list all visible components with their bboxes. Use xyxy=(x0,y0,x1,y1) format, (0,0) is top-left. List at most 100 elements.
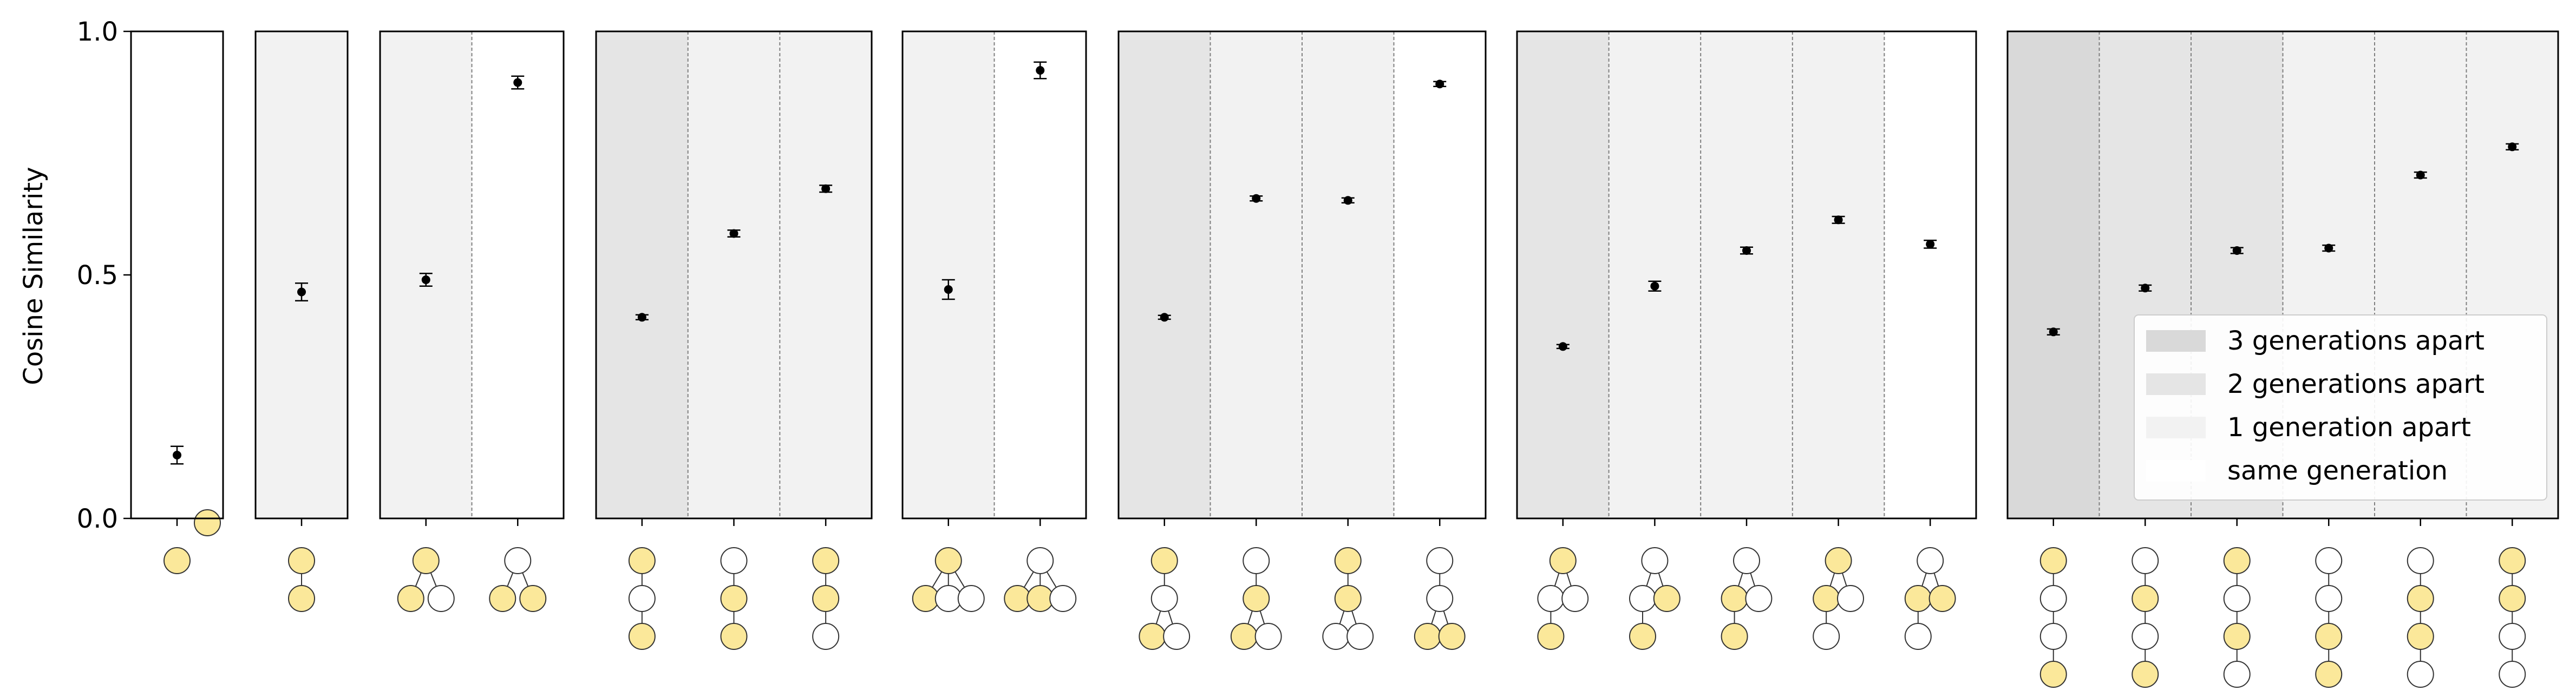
data-point xyxy=(821,184,831,193)
tree-node xyxy=(2039,585,2067,612)
panel-6 xyxy=(1117,30,1487,650)
tree-node-highlighted xyxy=(2132,585,2159,612)
tree-node-highlighted xyxy=(628,547,656,574)
y-tick-label: 1.0 xyxy=(77,17,118,47)
panel-frame xyxy=(379,30,565,520)
data-point xyxy=(2324,244,2333,253)
tree-node xyxy=(1322,623,1350,650)
tree-glyph xyxy=(2132,547,2159,688)
tree-node-highlighted xyxy=(1813,585,1840,612)
tree-glyph xyxy=(1721,547,1773,650)
tree-node-highlighted xyxy=(1139,623,1166,650)
tree-node xyxy=(1641,547,1669,574)
tree-node-highlighted xyxy=(194,509,221,536)
legend-swatch xyxy=(2146,373,2206,395)
category-background xyxy=(903,31,995,518)
category-background xyxy=(1609,31,1701,518)
data-point xyxy=(729,229,738,238)
category-background xyxy=(1884,31,1976,518)
data-point xyxy=(1343,196,1352,205)
category-background xyxy=(256,31,348,518)
tree-node xyxy=(1629,585,1656,612)
tree-glyph xyxy=(912,547,985,612)
tree-node-highlighted xyxy=(812,547,840,574)
category-background xyxy=(994,31,1086,518)
data-point xyxy=(1160,313,1169,322)
tree-node xyxy=(2223,661,2251,688)
category-background xyxy=(596,31,688,518)
legend-label: 1 generation apart xyxy=(2227,412,2471,443)
tree-node xyxy=(628,585,656,612)
panel-3 xyxy=(379,30,565,612)
tree-node-highlighted xyxy=(1549,547,1577,574)
tree-node xyxy=(2407,547,2434,574)
category-background xyxy=(780,31,872,518)
tree-node-highlighted xyxy=(288,585,315,612)
category-background xyxy=(688,31,780,518)
data-point xyxy=(944,285,953,294)
tree-node-highlighted xyxy=(1537,623,1565,650)
panel-7 xyxy=(1516,30,1977,650)
tree-node xyxy=(934,585,962,612)
tree-node-highlighted xyxy=(2499,585,2526,612)
tree-node-highlighted xyxy=(1230,623,1258,650)
tree-node-highlighted xyxy=(2223,547,2251,574)
legend-box xyxy=(2134,314,2547,501)
panel-4 xyxy=(595,30,873,650)
tree-glyph xyxy=(812,547,840,650)
category-background xyxy=(472,31,564,518)
data-point xyxy=(2049,327,2058,337)
data-point xyxy=(1036,66,1045,75)
tree-node xyxy=(1917,547,1944,574)
legend-label: 3 generations apart xyxy=(2227,326,2485,356)
tree-node xyxy=(2223,585,2251,612)
tree-node-highlighted xyxy=(812,585,840,612)
tree-glyph xyxy=(2499,547,2526,688)
tree-glyph xyxy=(2407,547,2434,688)
tree-glyph xyxy=(489,547,547,612)
tree-node xyxy=(2132,547,2159,574)
data-point xyxy=(1834,215,1843,225)
tree-node xyxy=(1837,585,1864,612)
tree-node-highlighted xyxy=(397,585,424,612)
tree-node-highlighted xyxy=(1334,547,1362,574)
tree-node-highlighted xyxy=(1629,623,1656,650)
tree-glyph xyxy=(1230,547,1282,650)
tree-glyph xyxy=(1813,547,1864,650)
tree-node-highlighted xyxy=(720,623,748,650)
data-point xyxy=(1558,342,1567,351)
tree-node-highlighted xyxy=(2039,661,2067,688)
tree-node xyxy=(2499,623,2526,650)
data-point xyxy=(2141,284,2150,293)
data-point xyxy=(1650,281,1659,291)
tree-node xyxy=(1904,623,1932,650)
tree-node xyxy=(957,585,985,612)
category-background xyxy=(1210,31,1302,518)
tree-node xyxy=(1745,585,1773,612)
tree-node-highlighted xyxy=(934,547,962,574)
data-point xyxy=(297,287,306,297)
tree-node-highlighted xyxy=(2132,661,2159,688)
tree-node-highlighted xyxy=(1721,585,1748,612)
data-point xyxy=(1742,246,1751,255)
category-background xyxy=(2008,31,2100,518)
tree-node xyxy=(2315,547,2343,574)
data-point xyxy=(1926,240,1935,249)
tree-node-highlighted xyxy=(164,547,191,574)
panel-frame xyxy=(595,30,873,520)
tree-node-highlighted xyxy=(2315,623,2343,650)
category-background xyxy=(1792,31,1885,518)
tree-node xyxy=(1813,623,1840,650)
data-point xyxy=(1252,194,1261,203)
tree-glyph xyxy=(1139,547,1191,650)
category-background xyxy=(131,31,223,518)
tree-node xyxy=(2039,623,2067,650)
tree-node-highlighted xyxy=(912,585,939,612)
tree-node-highlighted xyxy=(1150,547,1178,574)
tree-node-highlighted xyxy=(489,585,516,612)
data-point xyxy=(421,275,430,284)
panel-frame xyxy=(2006,30,2559,520)
tree-node-highlighted xyxy=(1414,623,1441,650)
category-background xyxy=(1517,31,1609,518)
